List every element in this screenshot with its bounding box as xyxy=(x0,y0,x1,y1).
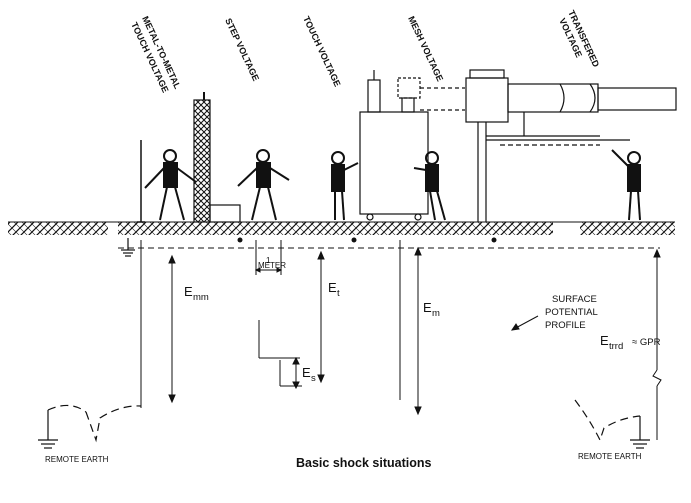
transformer-tank xyxy=(359,70,465,221)
remote-earth-left-label: REMOTE EARTH xyxy=(45,455,109,464)
et-subscript: t xyxy=(337,288,340,299)
remote-earth-left-symbol xyxy=(38,439,58,449)
potential-profile-curves xyxy=(47,399,641,443)
etrrd-subscript: trrd xyxy=(609,341,623,352)
es-subscript: s xyxy=(311,373,316,384)
es-profile xyxy=(258,320,302,390)
etrrd-symbol: E xyxy=(600,333,609,348)
ground-surface xyxy=(8,221,675,235)
es-symbol: E xyxy=(302,365,311,380)
person-step-voltage xyxy=(237,149,290,221)
etrrd-arrow xyxy=(652,248,662,440)
fence-ground-symbol xyxy=(121,238,135,257)
surface-profile-line3: PROFILE xyxy=(545,320,586,331)
em-symbol: E xyxy=(423,300,432,315)
fence-post xyxy=(137,140,145,223)
remote-earth-right-label: REMOTE EARTH xyxy=(578,452,642,461)
emm-symbol: E xyxy=(184,284,193,299)
bus-structure xyxy=(465,69,677,222)
em-subscript: m xyxy=(432,308,440,319)
meter-tick: 1 xyxy=(266,256,271,265)
profile-ends xyxy=(47,410,641,440)
meter-indicator xyxy=(254,240,283,275)
lattice-tower xyxy=(193,92,241,223)
ground-grid-nodes xyxy=(237,237,497,243)
gpr-label: ≈ GPR xyxy=(632,337,661,348)
label-touch-voltage: TOUCH VOLTAGE xyxy=(301,15,342,89)
meter-label: METER xyxy=(258,261,286,270)
person-mesh-voltage xyxy=(413,151,446,221)
em-arrow xyxy=(399,240,422,416)
emm-subscript: mm xyxy=(193,292,209,303)
surface-profile-line2: POTENTIAL xyxy=(545,307,598,318)
surface-profile-pointer xyxy=(510,315,539,331)
label-step-voltage: STEP VOLTAGE xyxy=(223,17,261,83)
emm-arrow xyxy=(140,240,176,408)
person-transferred-voltage xyxy=(611,149,641,221)
et-arrow xyxy=(317,250,325,384)
surface-profile-line1: SURFACE xyxy=(552,294,597,305)
et-symbol: E xyxy=(328,280,337,295)
diagram-caption: Basic shock situations xyxy=(296,456,432,470)
person-metal-to-metal xyxy=(144,149,197,221)
label-mesh-voltage: MESH VOLTAGE xyxy=(406,15,445,83)
remote-earth-right-symbol xyxy=(630,439,650,449)
person-touch-voltage xyxy=(331,151,359,221)
